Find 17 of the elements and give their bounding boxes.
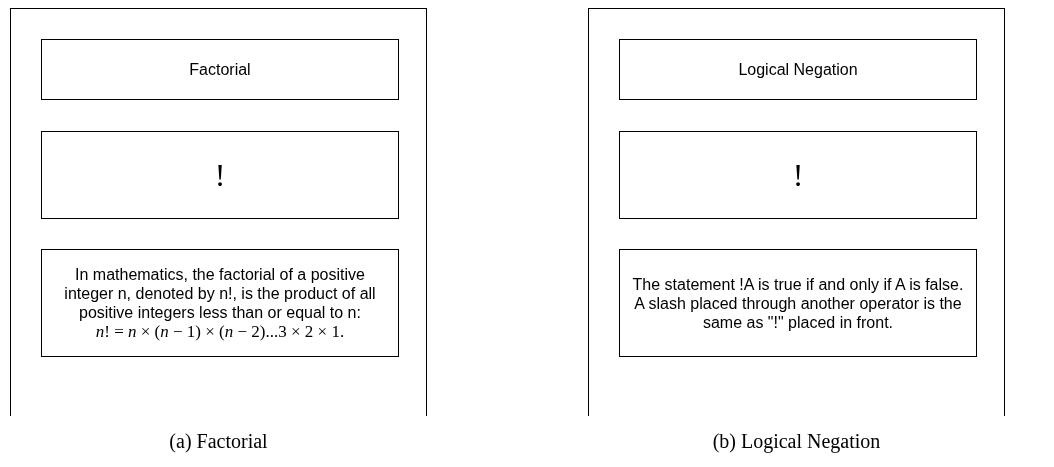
description-text: The statement !A is true if and only if A is false. A slash placed through another operator is the same as "!" placed in front.: [631, 274, 965, 332]
panel-frame: [588, 8, 1005, 416]
title-box: [41, 39, 399, 100]
title-box: [619, 39, 977, 100]
panel-caption: (a) Factorial: [169, 430, 268, 452]
formula: n! = n × (n − 1) × (n − 2)...3 × 2 × 1.: [95, 321, 345, 342]
description-box: [619, 249, 977, 357]
description-box: [41, 249, 399, 357]
exclamation-symbol: !: [792, 156, 804, 194]
panel-caption: (b) Logical Negation: [712, 430, 881, 452]
panel-frame: [10, 8, 427, 416]
title-text: Logical Negation: [738, 60, 858, 79]
symbol-box: [619, 131, 977, 219]
title-text: Factorial: [189, 60, 251, 79]
symbol-box: [41, 131, 399, 219]
exclamation-symbol: !: [214, 156, 226, 194]
description-text: In mathematics, the factorial of a positive integer n, denoted by n!, is the product of all positive integers less than or equal to n:: [63, 264, 377, 322]
